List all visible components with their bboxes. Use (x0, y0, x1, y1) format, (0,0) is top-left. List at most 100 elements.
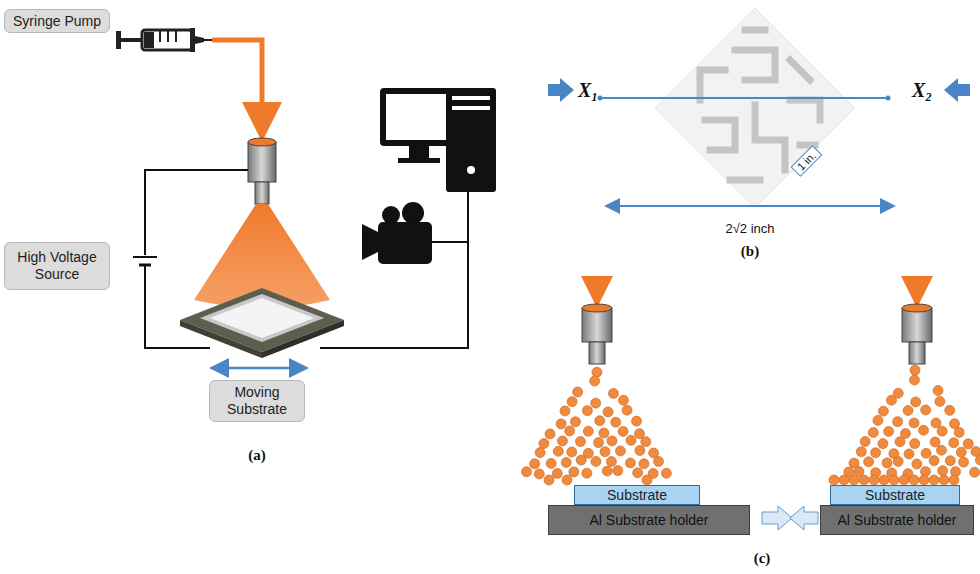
droplet (603, 407, 613, 417)
droplet (635, 446, 645, 456)
droplet (856, 447, 866, 457)
droplet (544, 475, 554, 485)
panel-label: (b) (741, 243, 759, 260)
measure-line (600, 97, 888, 99)
droplet (618, 395, 628, 405)
camera-icon (362, 202, 432, 264)
droplet (611, 417, 621, 427)
battery-symbol (133, 257, 157, 275)
droplet (864, 457, 874, 467)
feed-line (212, 40, 262, 132)
droplet (613, 466, 623, 476)
droplet (904, 449, 914, 459)
droplet (534, 469, 544, 479)
substrate-box: Substrate (830, 485, 960, 505)
droplet (606, 457, 616, 467)
droplet (567, 447, 577, 457)
droplet (963, 439, 973, 449)
droplet (911, 397, 921, 407)
droplet (937, 426, 947, 436)
droplet (849, 475, 859, 485)
droplet (903, 406, 913, 416)
holder-box: Al Substrate holder (820, 505, 974, 535)
droplet (592, 367, 602, 377)
droplet (552, 468, 562, 478)
side-arrow (944, 78, 970, 102)
position-label: X₂ (912, 79, 932, 102)
droplet (878, 406, 888, 416)
droplet (661, 468, 671, 478)
droplet (622, 405, 632, 415)
motion-arrow (790, 506, 818, 530)
droplet (575, 437, 585, 447)
droplet (583, 426, 593, 436)
droplet (919, 475, 929, 485)
droplet (608, 389, 618, 399)
droplet (921, 448, 931, 458)
droplet (570, 417, 580, 427)
droplet (910, 439, 920, 449)
droplet (562, 475, 572, 485)
droplet (860, 437, 870, 447)
droplet (594, 438, 604, 448)
droplet (895, 437, 905, 447)
droplet (522, 467, 532, 477)
droplet (868, 428, 878, 438)
droplets (522, 365, 980, 485)
droplet (884, 426, 894, 436)
droplet (565, 426, 575, 436)
droplet (910, 365, 920, 375)
droplet (930, 437, 940, 447)
nozzle (902, 282, 932, 364)
nozzle (248, 138, 276, 204)
droplet (582, 406, 592, 416)
droplet (859, 475, 869, 485)
droplet (591, 456, 601, 466)
droplet (625, 458, 635, 468)
droplet (615, 446, 625, 456)
wire (145, 170, 248, 255)
droplet (893, 456, 903, 466)
droplet (556, 419, 566, 429)
droplet (954, 427, 964, 437)
label-box: Moving Substrate (209, 380, 305, 422)
droplet (929, 456, 939, 466)
droplet (959, 457, 969, 467)
droplet (878, 439, 888, 449)
node-text: Syringe Pump (13, 13, 101, 30)
droplet (956, 447, 966, 457)
droplet (595, 416, 605, 426)
droplet (912, 459, 922, 469)
droplet (886, 395, 896, 405)
droplet (918, 425, 928, 435)
droplet (871, 448, 881, 458)
droplet (576, 455, 586, 465)
droplet (567, 397, 577, 407)
motion-arrow (762, 506, 792, 530)
droplet (599, 428, 609, 438)
droplet (893, 417, 903, 427)
droplet (949, 438, 959, 448)
droplet (931, 418, 941, 428)
droplet (569, 467, 579, 477)
droplet (873, 415, 883, 425)
substrate-box: Substrate (574, 485, 700, 505)
droplet (539, 439, 549, 449)
node-text: High Voltage Source (11, 249, 103, 283)
droplet (929, 475, 939, 485)
droplet (546, 458, 556, 468)
droplet (618, 426, 628, 436)
droplet (889, 475, 899, 485)
droplet (882, 458, 892, 468)
panel-label: (a) (248, 447, 266, 464)
droplet (938, 466, 948, 476)
position-label: X₁ (578, 79, 598, 102)
droplet (626, 435, 636, 445)
droplet (869, 475, 879, 485)
droplet (971, 447, 980, 457)
droplet (607, 436, 617, 446)
motion-arrow (214, 367, 304, 370)
droplet (553, 446, 563, 456)
droplet (933, 386, 943, 396)
